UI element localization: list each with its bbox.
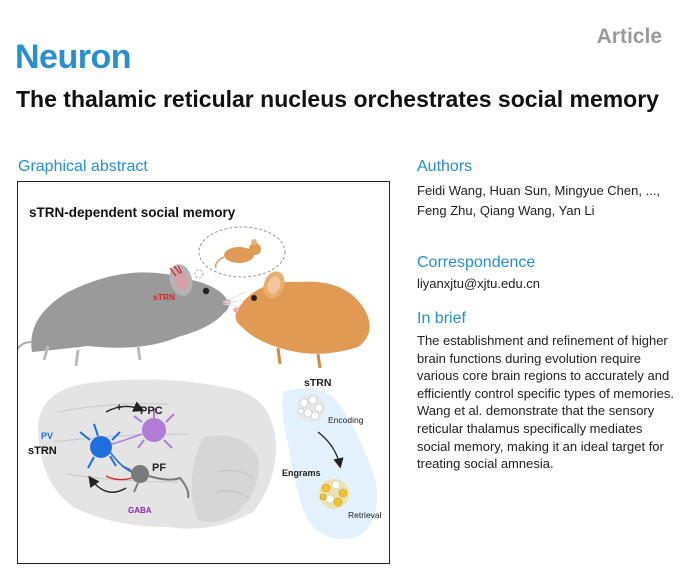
ppc-projection	[111, 433, 143, 445]
gray-mouse-illustration: sTRN	[18, 264, 248, 367]
pf-label: PF	[152, 462, 166, 474]
engrams-label: Engrams	[282, 468, 321, 478]
plus-sign: +	[116, 402, 122, 414]
minus-sign: −	[90, 475, 96, 487]
correspondence-email-link[interactable]: liyanxjtu@xjtu.edu.cn	[417, 276, 541, 291]
graphical-abstract-panel: sTRN-dependent social memory	[17, 181, 390, 564]
strn-cluster-label: sTRN	[304, 377, 331, 389]
in-brief-heading: In brief	[417, 310, 466, 327]
panel-title: sTRN-dependent social memory	[29, 205, 236, 220]
journal-name: Neuron	[15, 38, 132, 76]
pv-projection	[109, 451, 133, 473]
feedback-projection	[105, 475, 133, 481]
encoding-to-retrieval-arrow	[317, 431, 344, 469]
brain-illustration	[37, 379, 276, 529]
thought-bubble	[185, 226, 286, 288]
remembered-mouse-icon	[214, 239, 261, 269]
authors-heading: Authors	[417, 158, 473, 175]
strn-label-on-mouse: sTRN	[153, 292, 175, 302]
orange-mouse-illustration	[233, 271, 370, 369]
strn-engram-panel: sTRN Encoding Engrams	[282, 377, 382, 539]
encoding-neuron-cluster	[297, 394, 325, 422]
encoding-label: Encoding	[328, 415, 364, 425]
author-list: Feidi Wang, Huan Sun, Mingyue Chen, ...,…	[417, 183, 661, 218]
graphical-abstract-heading: Graphical abstract	[18, 158, 148, 175]
in-brief-text: The establishment and refinement of high…	[417, 333, 674, 472]
graphical-abstract-figure: sTRN-dependent social memory	[18, 205, 382, 539]
article-title: The thalamic reticular nucleus orchestra…	[16, 86, 659, 112]
correspondence-heading: Correspondence	[417, 254, 536, 271]
positive-arrow	[105, 401, 145, 413]
ppc-neuron	[133, 408, 175, 449]
article-type-label: Article	[596, 25, 662, 48]
retrieval-neuron-cluster	[319, 479, 349, 509]
negative-arrow	[88, 475, 127, 493]
pv-label: PV	[41, 431, 53, 441]
pv-neuron	[79, 423, 121, 469]
retrieval-label: Retrieval	[348, 510, 382, 520]
gaba-label: GABA	[128, 506, 152, 515]
strn-label: sTRN	[28, 445, 57, 457]
ppc-label: PPC	[140, 405, 163, 417]
